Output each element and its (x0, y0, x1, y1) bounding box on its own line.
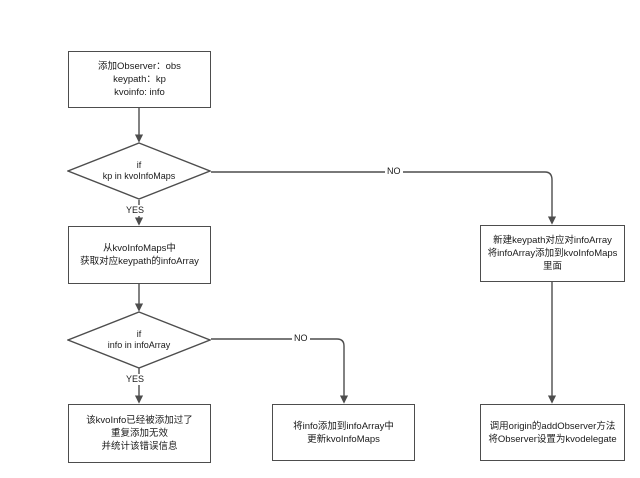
node-create-info-array-text: 新建keypath对应对infoArray 将infoArray添加到kvoIn… (487, 235, 618, 272)
edge-decision-kp-no (211, 171, 557, 225)
node-already-added-text: 该kvoInfo已经被添加过了 重复添加无效 并统计该错误信息 (86, 415, 193, 452)
node-add-info[interactable]: 将info添加到infoArray中 更新kvoInfoMaps (272, 404, 415, 461)
edge-label-kp-no: NO (385, 166, 403, 177)
diamond-shape-info (67, 311, 211, 369)
node-call-origin[interactable]: 调用origin的addObserver方法 将Observer设置为kvode… (480, 404, 625, 461)
node-start[interactable]: 添加Observer：obs keypath：kp kvoinfo: info (68, 51, 211, 108)
node-decision-info[interactable]: if info in infoArray (67, 311, 211, 369)
diamond-shape-kp (67, 142, 211, 200)
node-decision-kp-text: if kp in kvoInfoMaps (102, 159, 176, 182)
node-call-origin-text: 调用origin的addObserver方法 将Observer设置为kvode… (488, 420, 617, 445)
node-decision-kp[interactable]: if kp in kvoInfoMaps (67, 142, 211, 200)
node-decision-info-text: if info in infoArray (107, 328, 171, 351)
node-get-info-array-text: 从kvoInfoMaps中 获取对应keypath的infoArray (80, 243, 199, 267)
node-create-info-array[interactable]: 新建keypath对应对infoArray 将infoArray添加到kvoIn… (480, 225, 625, 282)
edge-label-kp-yes: YES (124, 205, 147, 216)
edge-decision-info-no (211, 338, 349, 404)
edge-label-info-yes: YES (124, 374, 147, 385)
node-get-info-array[interactable]: 从kvoInfoMaps中 获取对应keypath的infoArray (68, 226, 211, 284)
edge-label-info-no: NO (292, 333, 310, 344)
node-start-text: 添加Observer：obs keypath：kp kvoinfo: info (98, 61, 181, 98)
node-add-info-text: 将info添加到infoArray中 更新kvoInfoMaps (293, 420, 394, 445)
node-already-added[interactable]: 该kvoInfo已经被添加过了 重复添加无效 并统计该错误信息 (68, 404, 211, 463)
